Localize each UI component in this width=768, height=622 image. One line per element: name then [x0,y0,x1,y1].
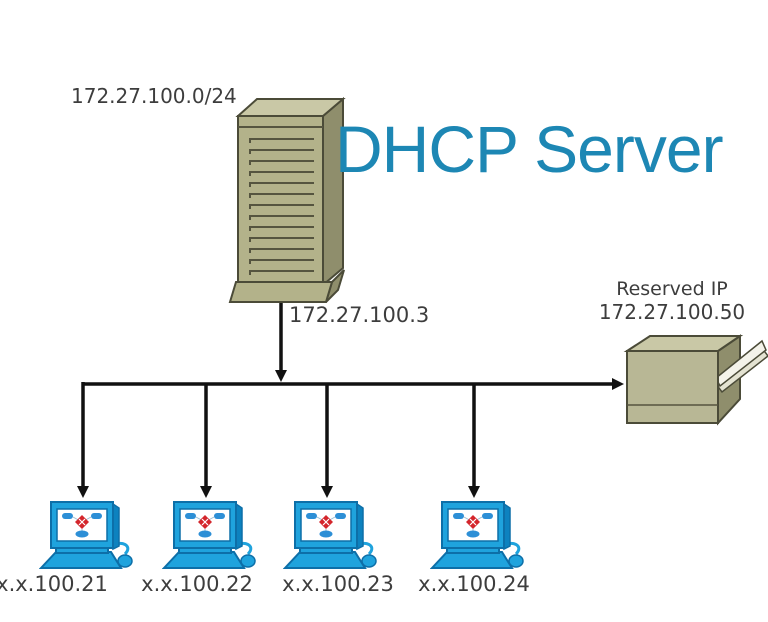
client-ip-label-1: x.x.100.21 [0,572,108,596]
workstation-icon-4 [430,500,526,574]
reserved-ip-address: 172.27.100.50 [598,300,746,324]
workstation-icon-1 [39,500,135,574]
subnet-label: 172.27.100.0/24 [71,84,237,108]
workstation-icon-2 [162,500,258,574]
server-ip-label: 172.27.100.3 [289,303,430,327]
client-ip-label-3: x.x.100.23 [282,572,394,596]
client-ip-label-4: x.x.100.24 [418,572,530,596]
reserved-ip-title: Reserved IP [616,278,728,300]
printer-icon [623,334,768,426]
workstation-icon-3 [283,500,379,574]
diagram-title: DHCP Server [335,112,724,186]
client-ip-label-2: x.x.100.22 [141,572,253,596]
dhcp-server-icon [228,96,346,303]
reserved-ip-block: Reserved IP 172.27.100.50 [594,278,750,324]
